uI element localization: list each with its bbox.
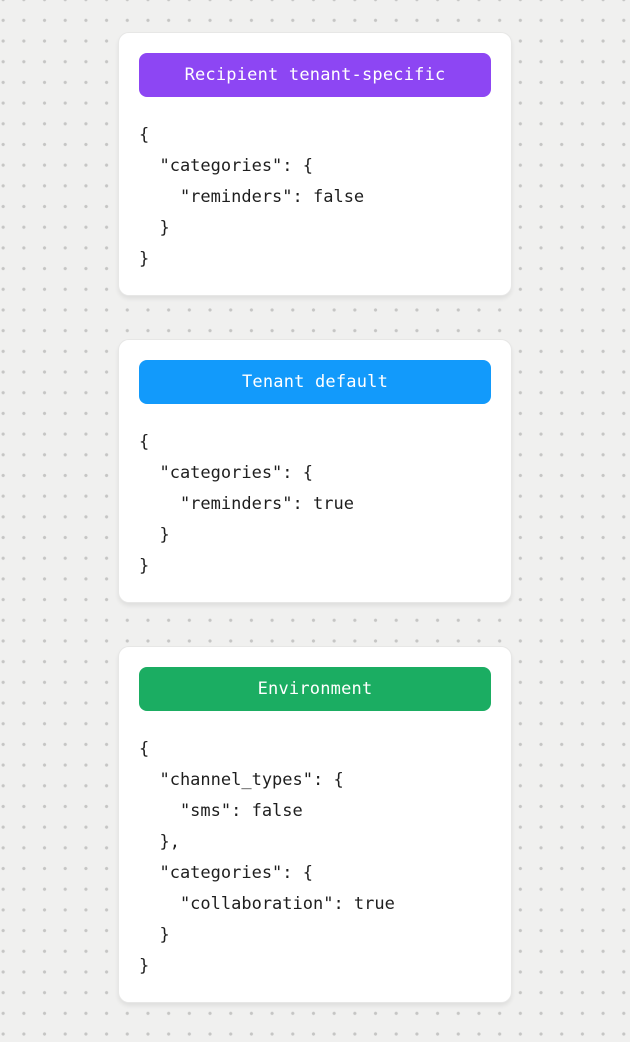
badge-recipient-tenant-specific: Recipient tenant-specific [139, 53, 491, 97]
badge-tenant-default: Tenant default [139, 360, 491, 404]
card-tenant-default: Tenant default { "categories": { "remind… [118, 339, 512, 603]
json-code-block: { "categories": { "reminders": true } } [139, 432, 354, 576]
dotted-canvas: Recipient tenant-specific { "categories"… [0, 32, 630, 1042]
json-code-block: { "channel_types": { "sms": false }, "ca… [139, 739, 395, 976]
json-code-block: { "categories": { "reminders": false } } [139, 125, 365, 269]
card-recipient-tenant-specific: Recipient tenant-specific { "categories"… [118, 32, 512, 296]
badge-label: Recipient tenant-specific [184, 65, 446, 85]
badge-label: Environment [257, 679, 373, 699]
badge-label: Tenant default [241, 372, 389, 392]
badge-environment: Environment [139, 667, 491, 711]
card-environment: Environment { "channel_types": { "sms": … [118, 646, 512, 1003]
